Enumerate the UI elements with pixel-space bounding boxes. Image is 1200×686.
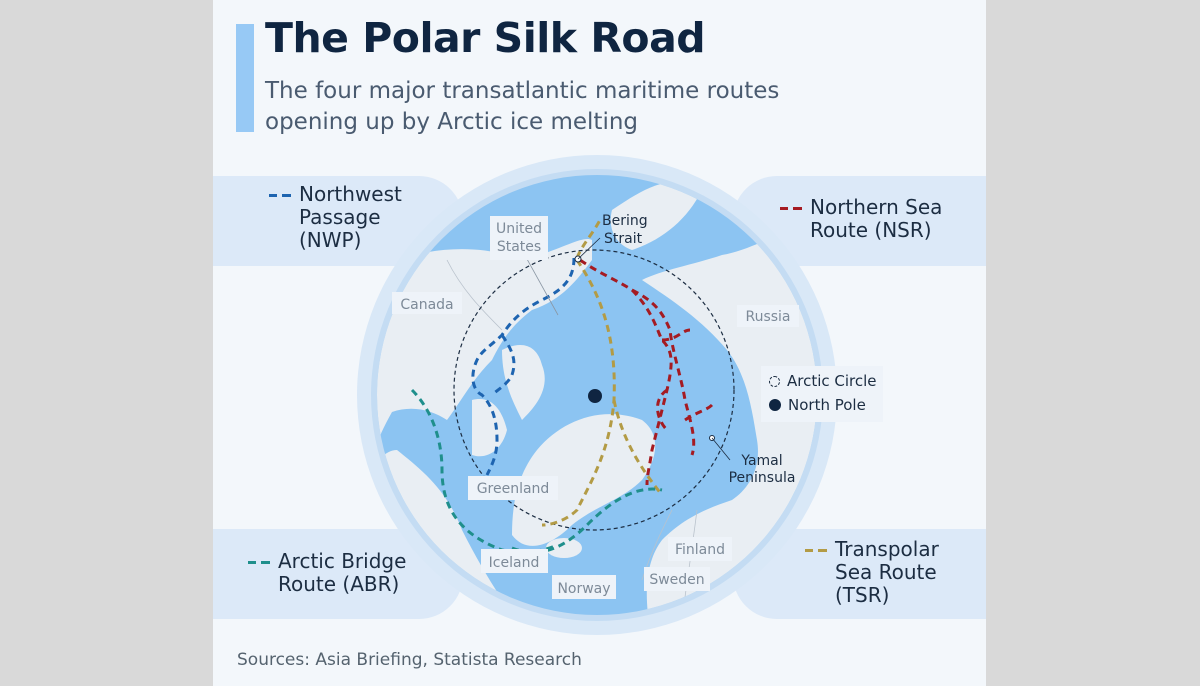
svg-text:States: States [497,239,541,255]
filled-dot-icon [769,399,781,411]
arctic-circle [453,249,735,531]
north-pole-marker [588,389,602,403]
label-sweden: Sweden [649,572,704,588]
dashed-circle-icon [769,376,780,387]
label-bering-strait: Bering [602,213,648,229]
label-russia: Russia [745,309,790,325]
svg-text:Strait: Strait [604,231,643,247]
infographic-card: The Polar Silk Road The four major trans… [213,0,986,686]
label-iceland: Iceland [489,555,540,571]
label-finland: Finland [675,542,725,558]
dashed-line-icon [248,561,270,564]
dashed-line-icon [805,549,827,552]
legend-abr: Arctic Bridge Route (ABR) [248,550,406,596]
key-arctic-circle: Arctic Circle [769,372,877,390]
label-norway: Norway [557,581,610,597]
arctic-map: United States Bering Strait Canada Russi… [357,155,837,635]
page-subtitle: The four major transatlantic maritime ro… [265,78,780,135]
label-united-states: United [496,221,542,237]
legend-tsr: Transpolar Sea Route (TSR) [805,538,939,607]
legend-nwp: Northwest Passage (NWP) [269,183,402,252]
page-title: The Polar Silk Road [265,14,706,62]
dashed-line-icon [269,194,291,197]
legend-nsr: Northern Sea Route (NSR) [780,196,942,242]
accent-bar [236,24,254,132]
map-key: Arctic Circle North Pole [761,366,883,422]
svg-text:Peninsula: Peninsula [729,470,796,486]
key-north-pole: North Pole [769,396,866,414]
label-greenland: Greenland [477,481,550,497]
label-yamal: Yamal [740,453,782,469]
sources-footer: Sources: Asia Briefing, Statista Researc… [237,650,582,670]
dashed-line-icon [780,207,802,210]
label-canada: Canada [400,297,453,313]
